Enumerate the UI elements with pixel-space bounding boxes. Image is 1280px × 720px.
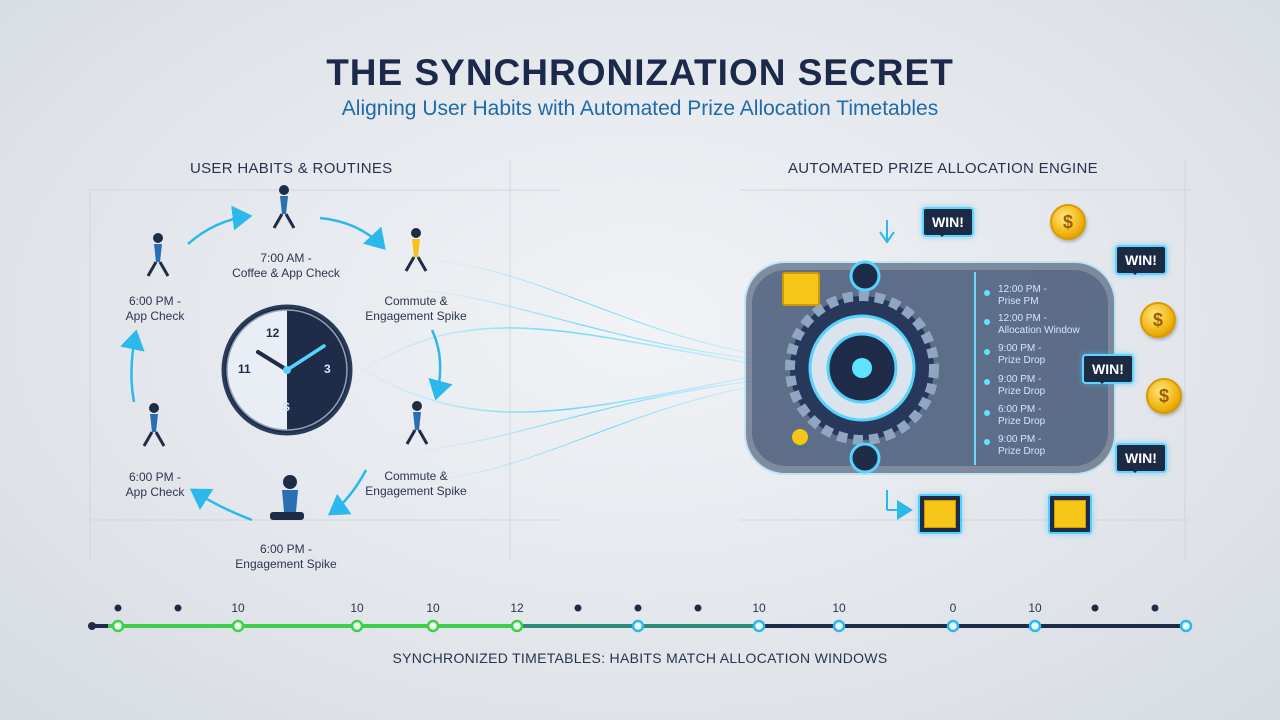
schedule-entry: 9:00 PM -Prize Drop xyxy=(998,434,1046,457)
page-title: THE SYNCHRONIZATION SECRET xyxy=(326,52,954,93)
schedule-entry: 9:00 PM -Prize Drop xyxy=(998,343,1046,366)
prize-engine xyxy=(744,220,1116,520)
timeline-label: 10 xyxy=(752,601,766,615)
timeline-label: 10 xyxy=(426,601,440,615)
right-section-title: AUTOMATED PRIZE ALLOCATION ENGINE xyxy=(788,160,1098,177)
habit-label-morning: 7:00 AM -Coffee & App Check xyxy=(232,251,340,280)
coin-icon: $ xyxy=(1146,378,1182,414)
clock-number-6: S xyxy=(282,400,291,414)
timeline-label: 0 xyxy=(949,601,957,615)
timeline-label: 10 xyxy=(832,601,846,615)
schedule-entry: 12:00 PM -Prise PM xyxy=(998,284,1047,307)
schedule-markers xyxy=(984,290,990,445)
habit-cycle-arrows xyxy=(120,205,453,522)
clock-number-11: 11 xyxy=(238,362,251,376)
win-badge: WIN! xyxy=(922,207,974,237)
page-subtitle: Aligning User Habits with Automated Priz… xyxy=(341,97,939,120)
habit-label-app-check-1: 6:00 PM -App Check xyxy=(125,470,185,499)
timeline-label: 12 xyxy=(510,601,524,615)
habit-label-commute-1: Commute &Engagement Spike xyxy=(365,294,467,323)
timeline-label: 10 xyxy=(350,601,364,615)
left-section-title: USER HABITS & ROUTINES xyxy=(190,160,393,177)
habit-label-app-check-2: 6:00 PM -App Check xyxy=(125,294,185,323)
timeline-caption: SYNCHRONIZED TIMETABLES: HABITS MATCH AL… xyxy=(392,650,888,666)
win-badge: WIN! xyxy=(1115,245,1167,275)
clock-number-12: 12 xyxy=(266,326,280,340)
win-badge: WIN! xyxy=(1082,354,1134,384)
habit-label-evening: 6:00 PM -Engagement Spike xyxy=(235,542,337,571)
schedule-entry: 12:00 PM -Allocation Window xyxy=(998,313,1080,336)
clock-icon xyxy=(221,304,353,436)
win-badge: WIN! xyxy=(1115,443,1167,473)
timeline-label: 10 xyxy=(1028,601,1042,615)
clock-number-3: 3 xyxy=(324,362,331,376)
schedule-entry: 6:00 PM -Prize Drop xyxy=(998,404,1046,427)
coin-icon: $ xyxy=(1050,204,1086,240)
timeline-label: 10 xyxy=(231,601,245,615)
schedule-entry: 9:00 PM -Prize Drop xyxy=(998,374,1046,397)
gift-icon xyxy=(918,494,962,534)
habit-label-commute-2: Commute &Engagement Spike xyxy=(365,469,467,498)
data-stream xyxy=(359,259,761,481)
gift-icon xyxy=(1048,494,1092,534)
gift-icon xyxy=(782,272,820,306)
background-grid xyxy=(89,160,1190,560)
timeline xyxy=(88,604,1193,633)
coin-icon: $ xyxy=(1140,302,1176,338)
